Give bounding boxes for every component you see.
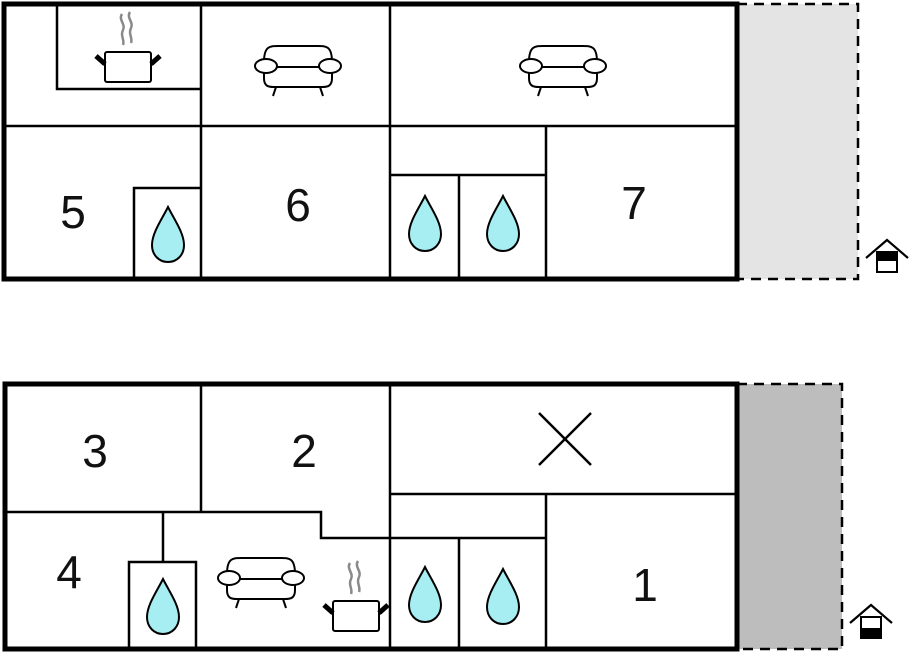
- upper-outer-wall: [1, 1, 740, 282]
- house-entrance-icon: [849, 603, 893, 639]
- lower-inner-walls: [5, 384, 737, 649]
- room-label-3: 3: [82, 425, 108, 477]
- kitchen-pot-icon: [96, 12, 160, 82]
- room-label-6: 6: [285, 179, 311, 231]
- room-label-1: 1: [632, 559, 658, 611]
- lower-floor: 3 2 4 1: [2, 381, 893, 652]
- sofa-icon: [217, 557, 305, 609]
- room-label-4: 4: [56, 546, 82, 598]
- room-label-2: 2: [291, 425, 317, 477]
- kitchen-pot-icon: [324, 561, 388, 631]
- lower-outer-wall: [2, 381, 740, 652]
- water-drop-icon: [408, 195, 442, 252]
- water-drop-icon: [151, 206, 185, 263]
- cross-mark-icon: [538, 412, 592, 466]
- water-drop-icon: [486, 568, 520, 625]
- room-label-7: 7: [621, 177, 647, 229]
- upper-inner-walls: [4, 4, 737, 279]
- sofa-icon: [519, 45, 607, 97]
- water-drop-icon: [146, 578, 180, 635]
- room-label-5: 5: [60, 186, 86, 238]
- sofa-icon: [254, 45, 342, 97]
- water-drop-icon: [408, 566, 442, 623]
- upper-floor: 5 6 7: [1, 1, 909, 282]
- house-entrance-icon: [865, 238, 909, 273]
- water-drop-icon: [486, 195, 520, 252]
